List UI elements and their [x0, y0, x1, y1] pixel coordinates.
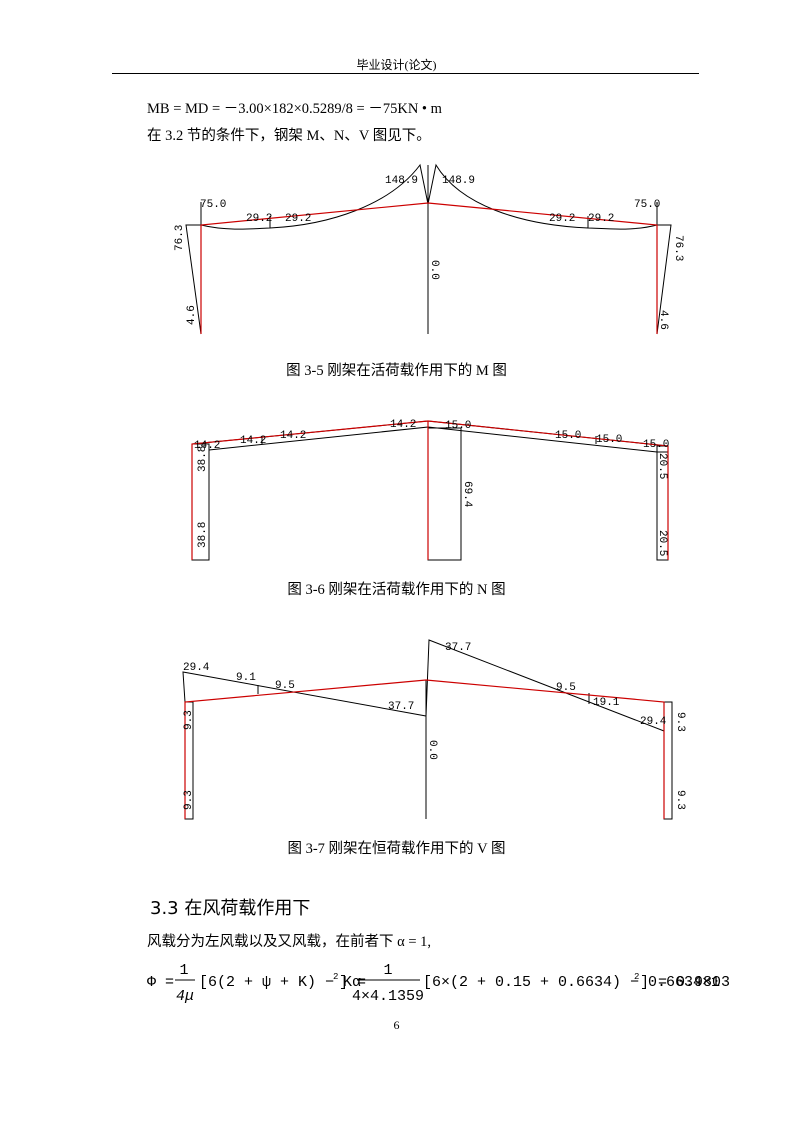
m-label-peak-right: 148.9: [442, 175, 475, 187]
v-label-8: 29.4: [640, 716, 667, 728]
v-label-6: 9.5: [556, 682, 576, 694]
n-label-right-top: 20.5: [656, 453, 668, 479]
formula-frac1-num: 1: [179, 962, 188, 979]
intro-line: 在 3.2 节的条件下，钢架 M、N、V 图见下。: [147, 128, 431, 144]
page-header: 毕业设计(论文): [356, 58, 437, 72]
v-frame-red: [184, 679, 665, 819]
n-label-right-bottom: 20.5: [656, 530, 668, 556]
formula-rhs: [6×(2 + 0.15 + 0.6634) − 0.6634×1: [423, 974, 720, 991]
caption-m: 图 3-5 刚架在活荷载作用下的 M 图: [286, 363, 507, 379]
n-label-3: 14.2: [280, 430, 306, 442]
n-label-6: 15.0: [555, 430, 581, 442]
wind-line: 风载分为左风载以及又风载，在前者下 α = 1,: [147, 934, 432, 950]
header-rule: [112, 73, 699, 74]
formula-rhs-sup: 2: [634, 972, 639, 982]
formula-frac2-num: 1: [383, 962, 392, 979]
n-frame-red: [191, 420, 669, 560]
m-label-center: 0.0: [428, 260, 440, 280]
section-title: 3.3 在风荷载作用下: [150, 898, 311, 919]
n-label-8: 15.0: [643, 439, 669, 451]
v-label-3: 9.5: [275, 680, 295, 692]
n-left-col-box: [191, 443, 210, 561]
v-label-left-bottom: 9.3: [183, 790, 195, 810]
n-right-col-box: [656, 445, 669, 561]
n-beam-left-black: [208, 421, 429, 451]
v-label-right-bottom: 9.3: [674, 790, 686, 810]
caption-v: 图 3-7 刚架在恒荷载作用下的 V 图: [287, 841, 506, 857]
n-label-center: 69.4: [461, 481, 473, 508]
v-label-left-top: 9.3: [183, 710, 195, 730]
n-center-col-box: [427, 427, 462, 561]
formula-frac2-den: 4×4.1359: [352, 988, 424, 1005]
m-curve-right: [427, 163, 672, 335]
v-label-right-top: 9.3: [674, 712, 686, 732]
formula-rhs-end: ] = 0.9803: [640, 974, 730, 991]
formula-mid-end: ] =: [339, 974, 366, 991]
m-label-corner-right: 75.0: [634, 199, 660, 211]
v-label-2: 9.1: [236, 672, 256, 684]
n-label-left-bottom: 38.8: [197, 522, 209, 548]
phi-formula: Φ = 1 4μ [6(2 + ψ + K) − Kα 2 ] = 1 4×4.…: [147, 962, 730, 1005]
v-label-7: 19.1: [593, 697, 620, 709]
n-label-2: 14.2: [240, 435, 266, 447]
m-label-corner-left: 75.0: [200, 199, 226, 211]
m-label-base-left: 4.6: [186, 305, 198, 325]
n-label-1: 14.2: [194, 440, 220, 452]
n-label-left-top: 38.8: [197, 446, 209, 472]
formula-sup: 2: [333, 972, 338, 982]
n-label-7: 15.0: [596, 434, 622, 446]
formula-frac1-den: 4μ: [176, 988, 194, 1005]
m-label-mid-2: 29.2: [285, 213, 311, 225]
m-label-base-right: 4.6: [657, 310, 669, 330]
page-number: 6: [393, 1018, 400, 1032]
v-label-1: 29.4: [183, 662, 210, 674]
m-curve-left: [185, 163, 429, 335]
n-beam-right-black: [427, 420, 669, 453]
v-label-4: 37.7: [388, 701, 414, 713]
v-label-5: 37.7: [445, 642, 471, 654]
n-label-4: 14.2: [390, 419, 416, 431]
formula-lhs: Φ =: [147, 974, 174, 991]
v-right-col-box: [663, 701, 673, 820]
v-shear-black: [182, 639, 665, 732]
m-frame-red: [200, 202, 658, 334]
equation-line: MB = MD = －3.00×182×0.5289/8 = －75KN • m: [147, 101, 442, 117]
v-label-center: 0.0: [426, 740, 438, 760]
m-label-mid-1: 29.2: [246, 213, 272, 225]
m-label-col-left: 76.3: [174, 225, 186, 251]
m-label-mid-4: 29.2: [588, 213, 614, 225]
v-left-col-box: [184, 701, 194, 820]
m-label-peak-left: 148.9: [385, 175, 418, 187]
n-beam-left-top: [191, 420, 429, 445]
caption-n: 图 3-6 刚架在活荷载作用下的 N 图: [287, 582, 506, 598]
formula-mid: [6(2 + ψ + K) − Kα: [199, 974, 361, 991]
m-label-mid-3: 29.2: [549, 213, 575, 225]
n-label-5: 15.0: [445, 420, 471, 432]
m-label-col-right: 76.3: [672, 235, 684, 261]
